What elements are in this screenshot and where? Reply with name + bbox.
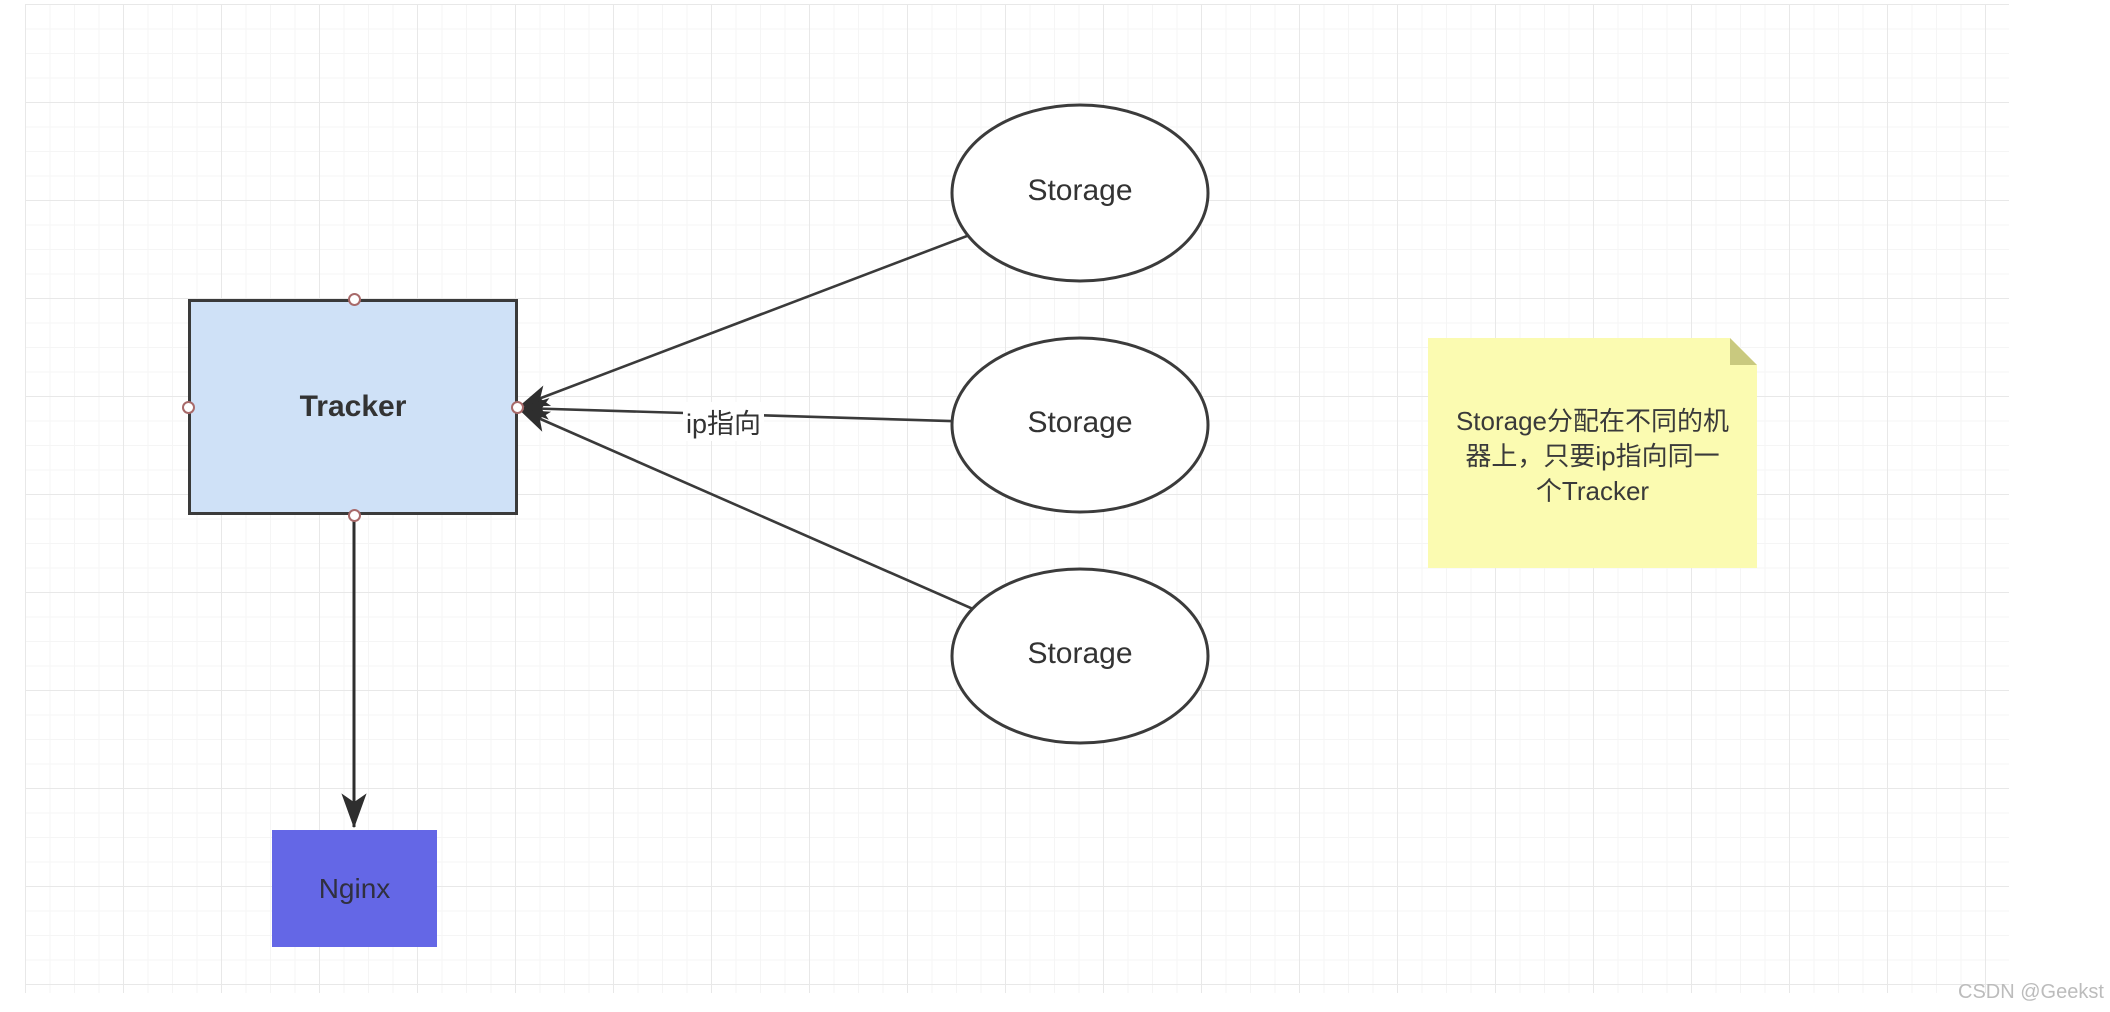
storage-3-node[interactable] (950, 567, 1210, 745)
note-fold-corner-icon (1730, 338, 1757, 365)
watermark: CSDN @Geekst (1958, 981, 2104, 1003)
connection-point-left[interactable] (182, 401, 195, 414)
note-line-1: Storage分配在不同的机 (1455, 405, 1730, 436)
nginx-node[interactable]: Nginx (272, 830, 437, 947)
note-line-3: 个Tracker (1535, 475, 1650, 506)
note-line-2: 器上，只要ip指向同一 (1465, 440, 1720, 471)
sticky-note[interactable]: Storage分配在不同的机 器上，只要ip指向同一 个Tracker (1428, 338, 1757, 568)
tracker-node[interactable]: Tracker (188, 299, 518, 515)
connection-point-right[interactable] (511, 401, 524, 414)
edge-label-ip[interactable]: ip指向 (683, 402, 765, 441)
connection-point-bottom[interactable] (348, 509, 361, 522)
storage-1-node[interactable] (950, 103, 1210, 283)
storage-2-node[interactable] (950, 336, 1210, 514)
nginx-label: Nginx (318, 872, 391, 904)
tracker-label: Tracker (299, 390, 407, 423)
connection-point-top[interactable] (348, 293, 361, 306)
